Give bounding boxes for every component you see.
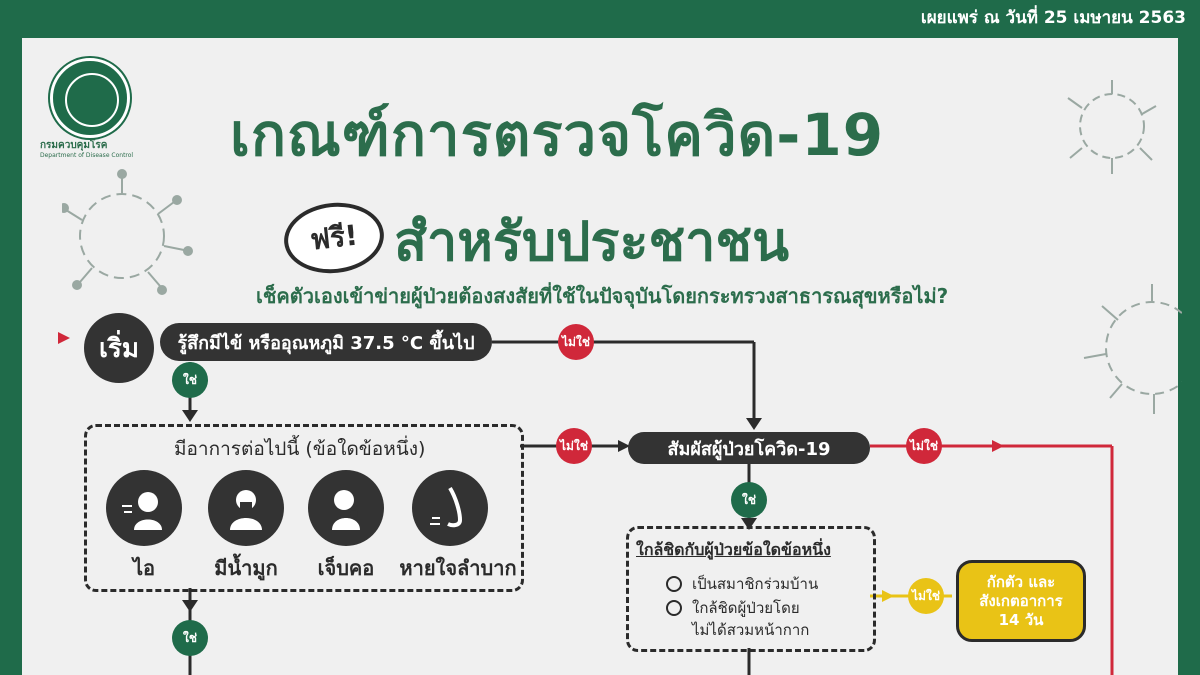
close-contact-title: ใกล้ชิดกับผู้ป่วยข้อใดข้อหนึ่ง <box>636 540 831 559</box>
breathing-difficulty-icon <box>412 470 488 546</box>
close-contact-box <box>626 526 876 652</box>
no-badge-4: ไม่ใช่ <box>908 578 944 614</box>
subtitle: เช็คตัวเองเข้าข่ายผู้ป่วยต้องสงสัยที่ใช้… <box>256 284 949 308</box>
yes-badge-3: ใช่ <box>172 620 208 656</box>
runny-nose-icon <box>208 470 284 546</box>
option-circle-1 <box>666 576 682 592</box>
virus-icon-left <box>62 169 193 295</box>
contact-option-close: ใกล้ชิดผู้ป่วยโดย <box>692 599 800 617</box>
main-title-line1: เกณฑ์การตรวจโควิด-19 <box>230 101 885 169</box>
quarantine-line3: 14 วัน <box>998 610 1044 629</box>
start-node: เริ่ม <box>84 313 154 383</box>
symptoms-box <box>84 424 524 592</box>
org-name-en: Department of Disease Control <box>40 152 134 159</box>
virus-icon-right <box>1083 284 1182 414</box>
main-title-line2: สำหรับประชาชน <box>394 210 789 273</box>
yes-badge-1: ใช่ <box>172 362 208 398</box>
no-badge-3: ไม่ใช่ <box>906 428 942 464</box>
quarantine-line1: กักตัว และ <box>986 572 1056 591</box>
contact-option-no-mask: ไม่ได้สวมหน้ากาก <box>692 621 810 639</box>
symptom-label-runny-nose: มีน้ำมูก <box>214 556 278 580</box>
yes-badge-2: ใช่ <box>731 482 767 518</box>
infographic-panel: กรมควบคุมโรค Department of Disease Contr… <box>22 38 1182 675</box>
symptoms-title: มีอาการต่อไปนี้ (ข้อใดข้อหนึ่ง) <box>174 438 426 460</box>
virus-icon-top-right <box>1067 80 1157 174</box>
no-badge-1: ไม่ใช่ <box>558 324 594 360</box>
quarantine-line2: สังเกตอาการ <box>979 591 1063 610</box>
symptom-label-sore-throat: เจ็บคอ <box>317 556 375 580</box>
question-contact: สัมผัสผู้ป่วยโควิด-19 <box>628 432 870 464</box>
org-name: กรมควบคุมโรค <box>40 140 108 151</box>
sore-throat-icon <box>308 470 384 546</box>
ddc-logo-icon <box>50 58 130 138</box>
option-circle-2 <box>666 600 682 616</box>
symptom-label-cough: ไอ <box>132 556 156 580</box>
contact-option-household: เป็นสมาชิกร่วมบ้าน <box>692 575 819 593</box>
publish-date: เผยแพร่ ณ วันที่ 25 เมษายน 2563 <box>920 8 1186 28</box>
question-fever: รู้สึกมีไข้ หรืออุณหภูมิ 37.5 °C ขึ้นไป <box>160 323 492 361</box>
symptom-label-breathing: หายใจลำบาก <box>399 556 517 580</box>
no-badge-2: ไม่ใช่ <box>556 428 592 464</box>
quarantine-box: กักตัว และ สังเกตอาการ 14 วัน <box>956 560 1086 642</box>
cough-icon <box>106 470 182 546</box>
